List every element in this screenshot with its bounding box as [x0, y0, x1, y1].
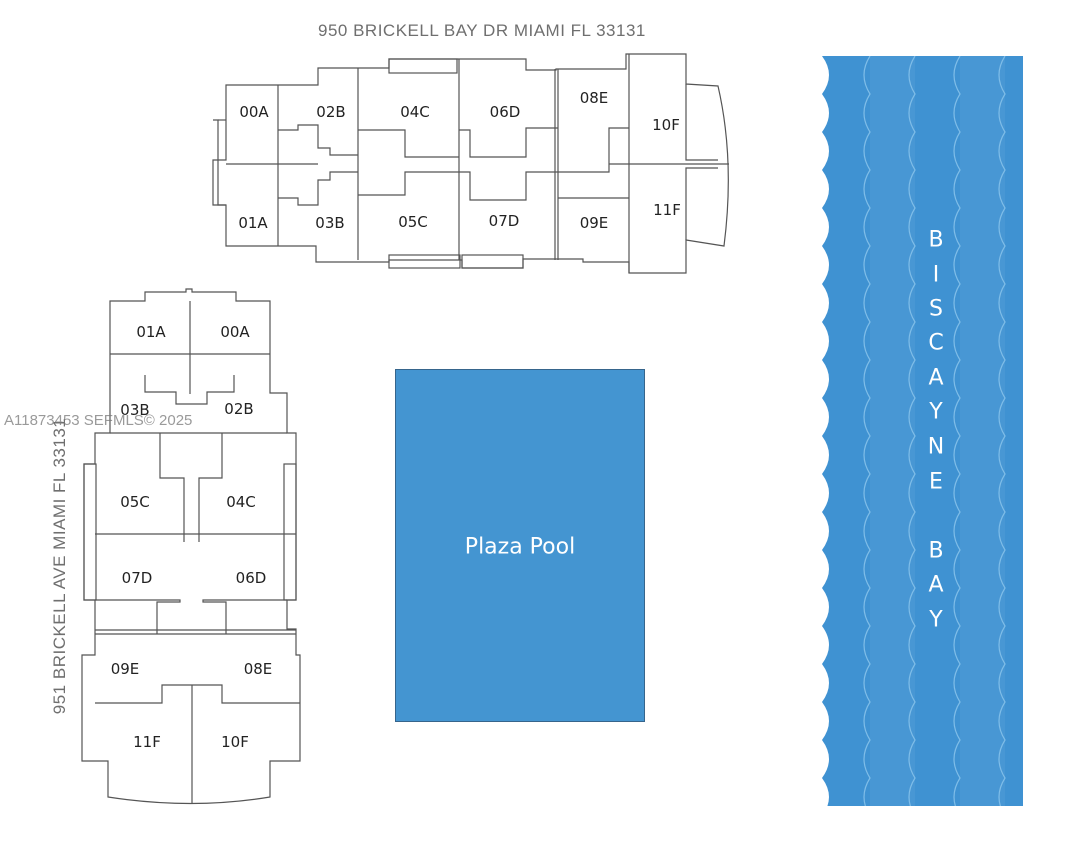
- top-unit-02b: 02B: [316, 103, 346, 121]
- top-unit-06d: 06D: [489, 103, 521, 121]
- bay-letter: C: [928, 330, 944, 356]
- top-unit-01a: 01A: [238, 214, 268, 232]
- plaza-pool: Plaza Pool: [395, 369, 645, 722]
- bay-letter: A: [928, 365, 944, 391]
- top-unit-08e: 08E: [579, 89, 609, 107]
- left-unit-08e: 08E: [243, 660, 273, 678]
- top-unit-11f: 11F: [653, 201, 681, 219]
- bay-letter: B: [928, 227, 944, 253]
- bay-wave-line: [908, 56, 916, 806]
- top-unit-09e: 09E: [579, 214, 609, 232]
- left-unit-09e: 09E: [110, 660, 140, 678]
- left-unit-00a: 00A: [220, 323, 250, 341]
- left-unit-11f: 11F: [133, 733, 161, 751]
- bay-letter: N: [927, 434, 945, 460]
- left-unit-01a: 01A: [136, 323, 166, 341]
- top-unit-04c: 04C: [400, 103, 430, 121]
- bay-wave-line: [998, 56, 1006, 806]
- mls-watermark: A11873453 SEFMLS© 2025: [4, 412, 193, 429]
- left-unit-03b: 03B: [120, 401, 150, 419]
- bay-letter: A: [928, 572, 944, 598]
- left-unit-05c: 05C: [120, 493, 150, 511]
- left-building-outline: [81, 288, 301, 805]
- bay-wave-line: [863, 56, 871, 806]
- bay-band: [870, 56, 915, 806]
- bay-band: [960, 56, 1005, 806]
- bay-letter: B: [928, 538, 944, 564]
- top-unit-03b: 03B: [315, 214, 345, 232]
- bay-wave-line: [953, 56, 961, 806]
- bay-letter: E: [929, 469, 943, 495]
- bay-letter: Y: [929, 607, 943, 633]
- left-unit-07d: 07D: [121, 569, 153, 587]
- top-unit-05c: 05C: [398, 213, 428, 231]
- pool-label: Plaza Pool: [464, 534, 576, 560]
- top-unit-07d: 07D: [488, 212, 520, 230]
- biscayne-bay-graphic: [822, 56, 1023, 806]
- left-unit-02b: 02B: [224, 400, 254, 418]
- top-unit-10f: 10F: [652, 116, 680, 134]
- bay-letter: Y: [929, 399, 943, 425]
- left-unit-04c: 04C: [226, 493, 256, 511]
- left-unit-10f: 10F: [221, 733, 249, 751]
- left-building-address: 951 BRICKELL AVE MIAMI FL 33131: [50, 417, 69, 715]
- bay-letter: S: [929, 296, 943, 322]
- bay-letter: I: [932, 262, 940, 288]
- top-unit-00a: 00A: [239, 103, 269, 121]
- top-building-address: 950 BRICKELL BAY DR MIAMI FL 33131: [318, 21, 646, 40]
- bay-shore-edge: [822, 56, 829, 806]
- left-unit-06d: 06D: [235, 569, 267, 587]
